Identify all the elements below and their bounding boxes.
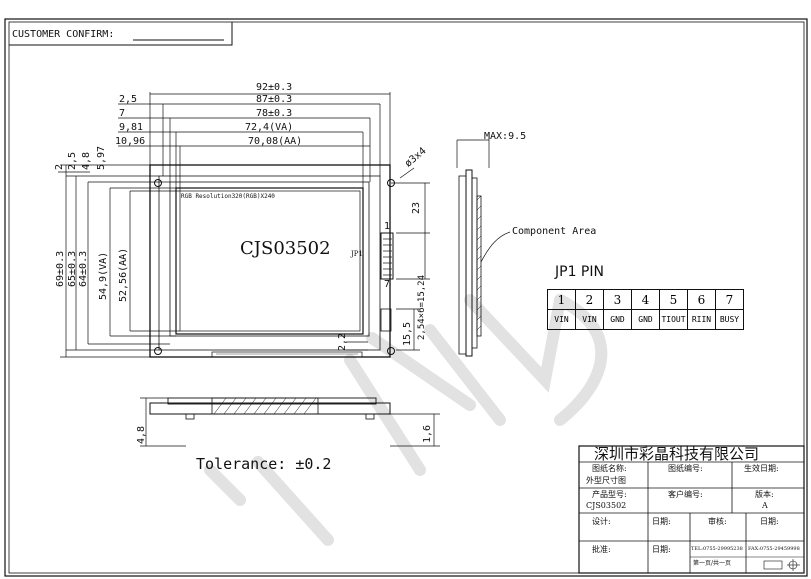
pin-number: 7 (715, 289, 744, 310)
dim-23: 23 (411, 201, 422, 214)
customer-no-label: 客户编号: (668, 490, 703, 499)
product-model-label: 产品型号: (592, 490, 627, 499)
dim-v-2-5: 2,5 (67, 151, 78, 170)
pin-signal-row: VIN VIN GND GND TIOUT RIIN BUSY (547, 309, 744, 330)
dim-v-2: 2 (54, 163, 65, 170)
dim-15-5: 15,5 (402, 321, 413, 346)
review-label: 审核: (708, 517, 727, 526)
dim-92: 92±0.3 (256, 82, 293, 93)
pin-number: 5 (659, 289, 688, 310)
page-count: 第一页/共一页 (693, 560, 732, 567)
pin1-label: 1 (384, 221, 391, 232)
pin-signal: VIN (575, 309, 604, 330)
pin-number: 6 (687, 289, 716, 310)
max-thickness: MAX:9.5 (484, 131, 527, 142)
watermark (204, 294, 608, 546)
pin-number-row: 1 2 3 4 5 6 7 (547, 289, 744, 310)
version-label: 版本: (755, 490, 774, 499)
drawing-name-value: 外型尺寸图 (586, 476, 626, 485)
front-view (149, 164, 395, 358)
dim-9-81: 9,81 (119, 122, 144, 133)
approve-label: 批准: (592, 545, 611, 554)
version-value: A (762, 501, 768, 510)
date-label-3: 日期: (652, 545, 671, 554)
pin-signal: BUSY (715, 309, 744, 330)
pin-number: 2 (575, 289, 604, 310)
dim-69: 69±0.3 (55, 250, 66, 287)
title-block-grid (578, 445, 805, 574)
design-label: 设计: (592, 517, 611, 526)
dim-10-96: 10,96 (115, 136, 146, 147)
top-dimension-lines (118, 92, 391, 191)
pin-signal: TIOUT (659, 309, 688, 330)
dim-64: 64±0.3 (78, 250, 89, 287)
pin-signal: GND (631, 309, 660, 330)
pin-number: 4 (631, 289, 660, 310)
drawing-no-label: 图纸编号: (668, 464, 703, 473)
dim-72-4-va: 72,4(VA) (245, 122, 294, 133)
dim-70-08-aa: 70,08(AA) (248, 136, 303, 147)
dim-2-2: 2,2 (337, 332, 348, 351)
effective-date-label: 生效日期: (744, 464, 779, 473)
dim-v-5-97: 5,97 (96, 145, 107, 170)
pin-table: 1 2 3 4 5 6 7 VIN VIN GND GND TIOUT RIIN… (547, 289, 744, 330)
dim-54-9-va: 54,9(VA) (98, 251, 109, 300)
inner-frame (8, 21, 805, 574)
pin-table-title: JP1 PIN (555, 264, 604, 280)
company-name: 深圳市彩晶科技有限公司 (594, 445, 760, 463)
pin-number: 1 (547, 289, 576, 310)
pin7-label: 7 (384, 279, 391, 290)
connector-label: JP1 (351, 250, 363, 258)
left-dimension-lines (58, 164, 180, 358)
customer-confirm-label: CUSTOMER CONFIRM: (12, 29, 115, 40)
date-label-2: 日期: (760, 517, 779, 526)
side-view (456, 134, 511, 357)
pin-signal: GND (603, 309, 632, 330)
dim-78: 78±0.3 (256, 108, 293, 119)
dim-65: 65±0.3 (67, 250, 78, 287)
model-label: CJS03502 (240, 238, 331, 259)
pin-signal: VIN (547, 309, 576, 330)
drawing-name-label: 图纸名称: (592, 464, 627, 473)
component-area-label: Component Area (512, 226, 597, 237)
pin-number: 3 (603, 289, 632, 310)
product-model-value: CJS03502 (586, 501, 627, 510)
bottom-view (140, 397, 440, 447)
dim-87: 87±0.3 (256, 94, 293, 105)
tolerance-note: Tolerance: ±0.2 (196, 455, 332, 473)
customer-confirm-box (9, 22, 233, 46)
right-dimension-lines (346, 167, 430, 351)
fax-number: FAX:0755-29459998 (748, 546, 800, 552)
dim-v-4-8: 4,8 (81, 151, 92, 170)
outer-frame (4, 18, 808, 577)
tel-number: TEL:0755-29995238 (691, 546, 743, 552)
dim-2-5: 2,5 (119, 94, 138, 105)
dim-pin-pitch: 2,54×6=15,24 (417, 274, 427, 340)
dim-1-6: 1,6 (422, 424, 433, 443)
pin-signal: RIIN (687, 309, 716, 330)
dim-52-56-aa: 52,56(AA) (118, 247, 129, 302)
dim-4-8: 4,8 (136, 425, 147, 444)
dim-7: 7 (119, 108, 126, 119)
resolution-label: RGB Resolution320(RGB)X240 (181, 193, 275, 200)
date-label-1: 日期: (652, 517, 671, 526)
